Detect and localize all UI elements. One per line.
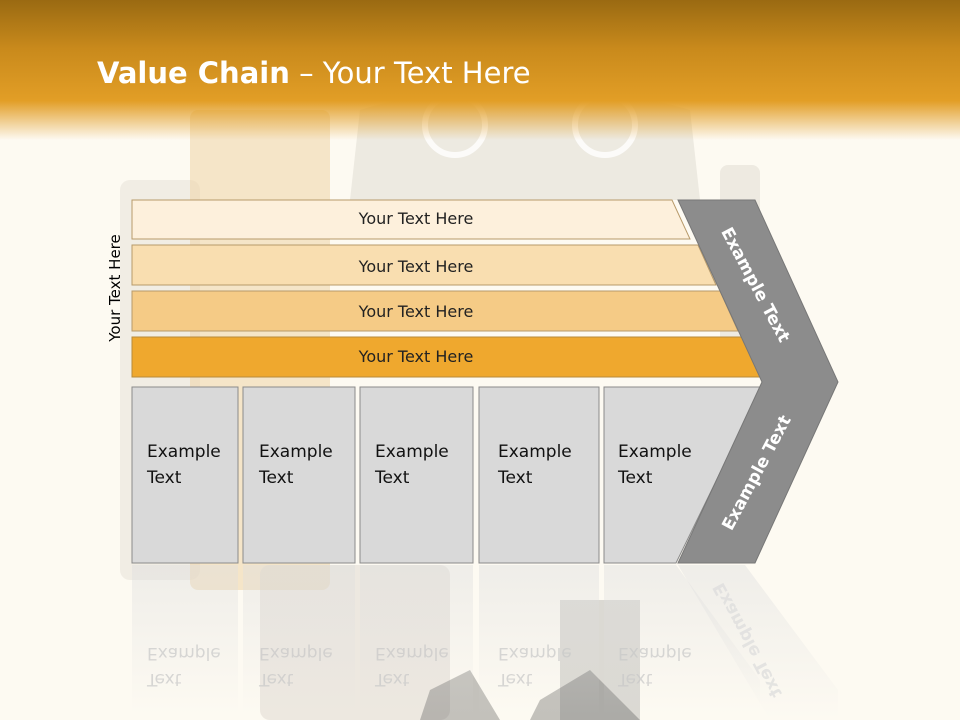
column-reflection — [243, 565, 355, 715]
page-title: Value Chain – Your Text Here — [97, 56, 531, 90]
row-label-1: Your Text Here — [358, 209, 474, 228]
row-bar-2 — [131, 244, 717, 286]
column-reflection — [132, 565, 238, 715]
row-bar-1 — [131, 199, 691, 240]
column-box-1 — [131, 386, 239, 564]
chevron-reflection — [678, 565, 838, 720]
chevron-shape — [677, 199, 839, 564]
row-label-2: Your Text Here — [358, 257, 474, 276]
column-box-4 — [478, 386, 600, 564]
column-box-3 — [359, 386, 474, 564]
column-box-2 — [242, 386, 356, 564]
column-reflection — [604, 565, 760, 715]
title-rest: – Your Text Here — [289, 56, 531, 90]
row-label-4: Your Text Here — [358, 347, 474, 366]
header-band — [0, 0, 960, 140]
row-label-3: Your Text Here — [358, 302, 474, 321]
column-box-5 — [603, 386, 763, 564]
column-reflection — [479, 565, 599, 715]
title-bold: Value Chain — [97, 56, 290, 90]
column-reflection — [360, 565, 473, 715]
